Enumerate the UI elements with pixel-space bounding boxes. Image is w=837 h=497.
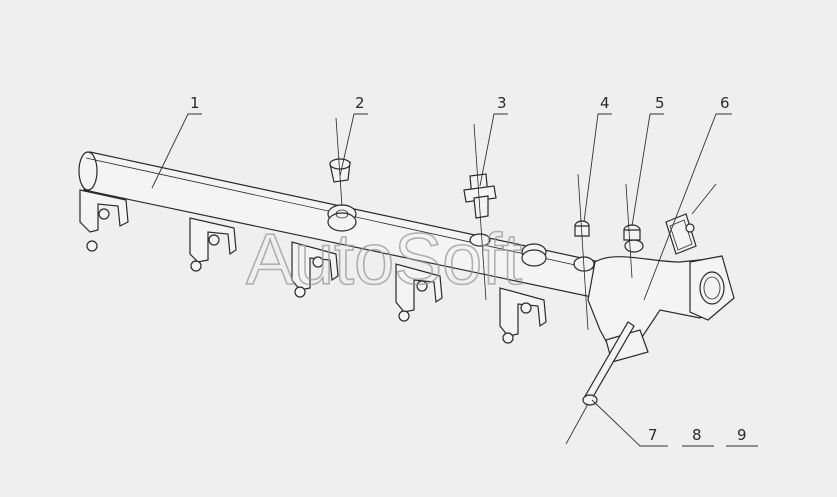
callout-7: 7 (648, 426, 658, 444)
rail-ports (327, 204, 644, 272)
rail-outlet-housing (587, 255, 735, 363)
part-3-sensor (463, 123, 497, 301)
leader-lines (151, 113, 758, 447)
callout-2: 2 (355, 94, 365, 112)
bracket-bolts (86, 208, 532, 344)
callout-labels: 1 2 3 4 5 6 7 8 9 (190, 94, 747, 444)
callout-5: 5 (655, 94, 665, 112)
part-6-gasket (665, 183, 717, 255)
mounting-brackets (79, 189, 547, 337)
callout-1: 1 (190, 94, 200, 112)
watermark-text: AutoSoft (246, 220, 522, 300)
callout-4: 4 (600, 94, 610, 112)
part-2-plug (329, 117, 351, 207)
part-4-nut (574, 173, 590, 331)
callout-6: 6 (720, 94, 730, 112)
callout-3: 3 (497, 94, 507, 112)
callout-8: 8 (692, 426, 702, 444)
part-5-cap (623, 183, 641, 279)
callout-9: 9 (737, 426, 747, 444)
part-7-bolt (565, 321, 635, 445)
